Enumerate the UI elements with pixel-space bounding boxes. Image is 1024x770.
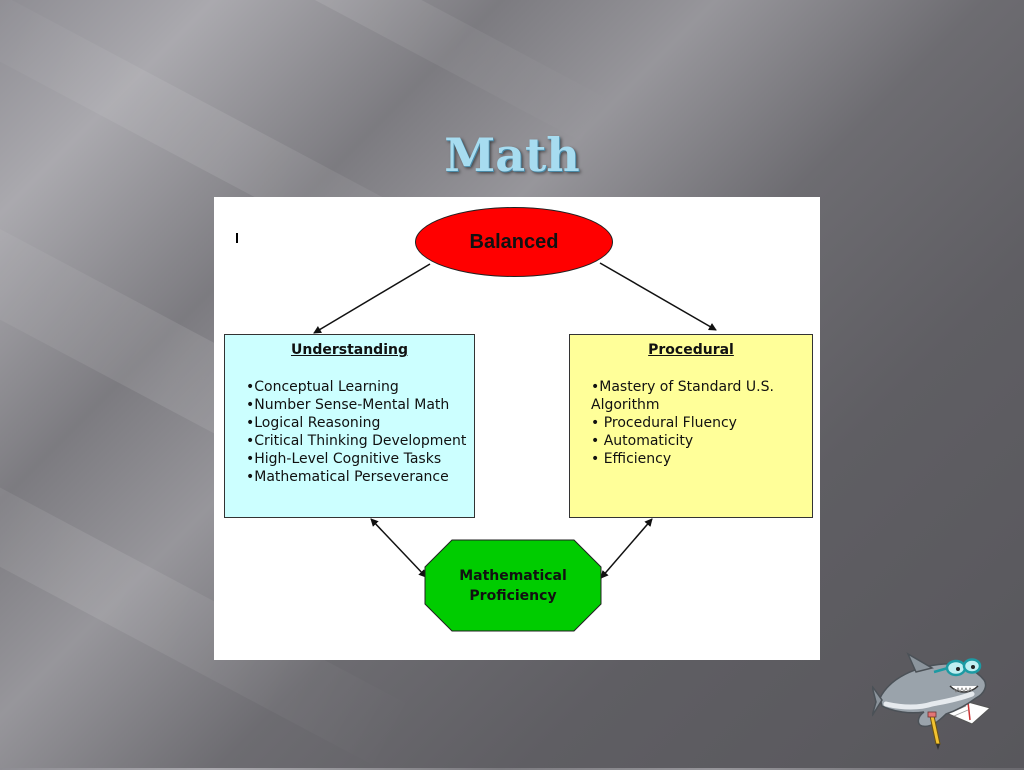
list-item: •Mastery of Standard U.S. Algorithm: [591, 379, 774, 413]
diagram-arrows: [313, 262, 717, 579]
understanding-box: Understanding •Conceptual Learning •Numb…: [224, 334, 475, 518]
procedural-heading: Procedural: [648, 342, 734, 358]
list-item: •Mathematical Perseverance: [246, 469, 449, 485]
text-cursor-mark: [236, 233, 238, 243]
pencil-icon: [927, 711, 941, 750]
arrow-balanced-to-procedural: [599, 262, 717, 331]
list-item: • Efficiency: [591, 451, 672, 467]
math-diagram: Balanced Understanding •Conceptual Learn…: [214, 197, 820, 660]
understanding-list: •Conceptual Learning •Number Sense-Menta…: [225, 378, 474, 486]
shark-mascot-icon: [871, 650, 1002, 750]
list-item: • Procedural Fluency: [591, 415, 737, 431]
procedural-list: •Mastery of Standard U.S. Algorithm • Pr…: [570, 378, 812, 468]
list-item: • Automaticity: [591, 433, 694, 449]
proficiency-label-line1: Mathematical: [459, 567, 567, 584]
octagon-shape: [424, 539, 602, 632]
list-item: •High-Level Cognitive Tasks: [246, 451, 442, 467]
list-item: •Logical Reasoning: [246, 415, 381, 431]
procedural-box: Procedural •Mastery of Standard U.S. Alg…: [569, 334, 813, 518]
arrow-balanced-to-understanding: [313, 263, 431, 334]
balanced-label: Balanced: [469, 230, 559, 253]
arrow-procedural-proficiency: [600, 518, 653, 579]
proficiency-node: Mathematical Proficiency: [424, 539, 602, 632]
list-item: •Critical Thinking Development: [246, 433, 467, 449]
understanding-heading: Understanding: [290, 342, 408, 358]
proficiency-label-line2: Proficiency: [469, 587, 557, 604]
goggles-icon: [933, 658, 982, 677]
list-item: •Number Sense-Mental Math: [246, 397, 450, 413]
slide-title: Math: [444, 128, 580, 182]
balanced-node: Balanced: [415, 207, 613, 277]
arrow-understanding-proficiency: [370, 518, 427, 578]
list-item: •Conceptual Learning: [246, 379, 399, 395]
